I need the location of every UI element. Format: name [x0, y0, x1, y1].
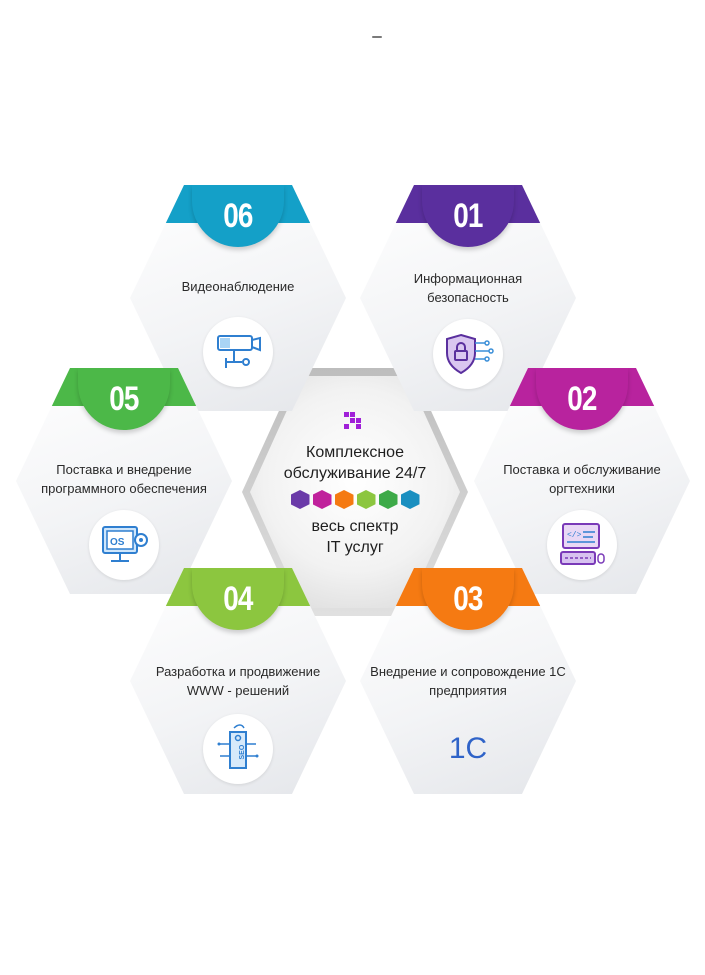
icon-holder — [203, 317, 273, 387]
decorative-dash — [372, 36, 382, 38]
computer-keyboard-icon: </> — [560, 523, 605, 565]
shield-lock-icon — [446, 333, 494, 375]
cctv-camera-icon — [217, 335, 261, 368]
item-number: 04 — [223, 579, 253, 618]
center-line-4: IT услуг — [326, 539, 384, 556]
item-label: Видеонаблюдение — [181, 279, 295, 294]
item-label: Поставка и внедрение программного обеспе… — [41, 462, 207, 496]
color-dot-4 — [356, 490, 376, 509]
number-tab: 04 — [192, 568, 284, 630]
item-label: Внедрение и сопровождение 1С предприятия — [370, 664, 566, 698]
company-logo-icon — [344, 412, 361, 429]
number-tab: 06 — [192, 185, 284, 247]
color-dots — [250, 490, 460, 509]
color-dot-1 — [290, 490, 310, 509]
item-number: 03 — [453, 579, 483, 618]
number-tab: 01 — [422, 185, 514, 247]
color-dot-2 — [312, 490, 332, 509]
item-number: 06 — [223, 196, 253, 235]
center-line-1: Комплексное — [306, 444, 404, 461]
svg-text:</>: </> — [567, 531, 582, 540]
item-label: Поставка и обслуживание оргтехники — [503, 462, 661, 496]
seo-tag-icon: SEO — [217, 724, 259, 769]
item-label: Разработка и продвижение WWW - решений — [155, 664, 321, 698]
svg-text:OS: OS — [110, 537, 125, 548]
icon-holder: SEO — [203, 714, 273, 784]
item-number: 05 — [109, 379, 139, 418]
color-dot-6 — [400, 490, 420, 509]
svg-text:SEO: SEO — [239, 744, 246, 759]
item-number: 01 — [453, 196, 483, 235]
number-tab: 02 — [536, 368, 628, 430]
number-tab: 05 — [78, 368, 170, 430]
os-monitor-icon: OS — [102, 526, 148, 562]
icon-holder: 1С — [433, 714, 503, 784]
color-dot-3 — [334, 490, 354, 509]
center-line-2: обслуживание 24/7 — [283, 465, 427, 482]
icon-holder — [433, 319, 503, 389]
item-label: Информационная безопасность — [413, 271, 523, 305]
color-dot-5 — [378, 490, 398, 509]
item-number: 02 — [567, 379, 597, 418]
number-tab: 03 — [422, 568, 514, 630]
icon-holder: </> — [547, 510, 617, 580]
1c-logo-icon: 1С — [448, 732, 488, 765]
center-line-3: весь спектр — [311, 518, 399, 535]
icon-holder: OS — [89, 510, 159, 580]
